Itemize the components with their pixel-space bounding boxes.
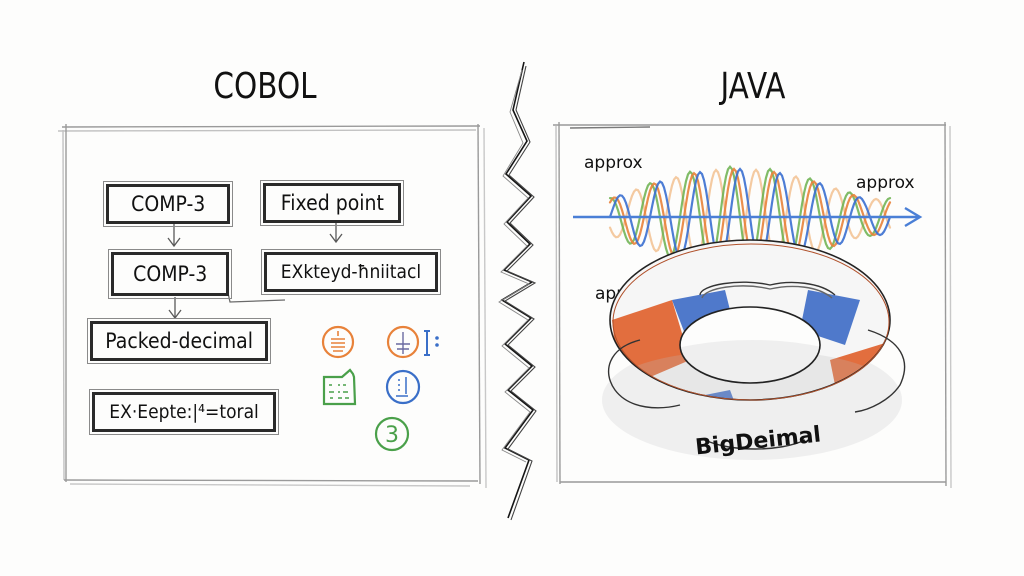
lifebuoy-outline — [609, 239, 891, 401]
green-three-glyph: 3 — [385, 423, 399, 448]
java-title: JAVA — [720, 66, 786, 107]
box-exception: EX·Eepte:|⁴=toral — [89, 389, 279, 435]
lifebuoy-rope — [607, 281, 906, 450]
cobol-title: COBOL — [213, 66, 317, 107]
approx-label-wave-left: approx — [584, 153, 643, 173]
box-comp3-mid: COMP-3 — [108, 249, 232, 299]
cobol-panel-frame — [57, 123, 487, 489]
arrow-comp3-to-packed — [168, 297, 182, 320]
box-label: EX·Eepte:|⁴=toral — [109, 401, 259, 423]
blue-ledger-icon — [385, 369, 421, 405]
box-packed-decimal: Packed-decimal — [87, 318, 271, 364]
arrow-comp3-to-comp3 — [167, 224, 181, 248]
box-label: EXkteyd-ħniitacl — [280, 261, 422, 283]
zigzag-divider — [498, 61, 537, 521]
box-label: COMP-3 — [132, 262, 208, 286]
box-extended-numeric: EXkteyd-ħniitacl — [261, 249, 441, 295]
orange-coin-stack-icon — [321, 325, 355, 359]
orange-balance-icon — [386, 325, 420, 359]
approx-label-wave-right: approx — [856, 173, 915, 193]
green-calculator-icon — [322, 368, 357, 406]
box-label: Packed-decimal — [105, 329, 253, 353]
blue-bracket-icon — [424, 330, 439, 356]
box-label: COMP-3 — [130, 192, 206, 216]
java-panel-frame — [553, 121, 952, 489]
box-label: Fixed point — [280, 191, 384, 215]
connector-line — [227, 292, 286, 303]
axis-arrow — [573, 206, 923, 228]
box-fixed-point: Fixed point — [260, 180, 404, 226]
box-comp3-top: COMP-3 — [103, 181, 233, 227]
green-three-icon — [374, 416, 410, 452]
